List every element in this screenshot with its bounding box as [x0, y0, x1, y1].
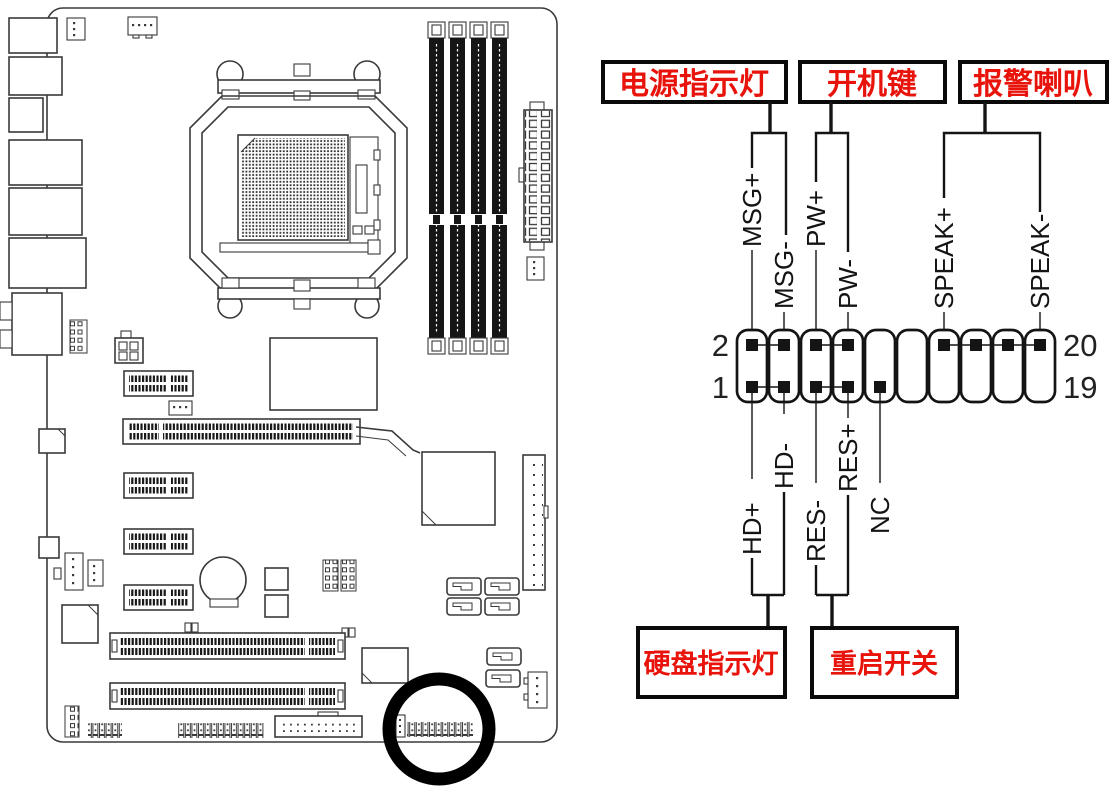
heatsink [269, 337, 378, 411]
speaker-label: 报警喇叭 [973, 67, 1093, 101]
chipset [421, 451, 496, 526]
pin-label-msg-minus: MSG- [769, 241, 799, 309]
bottom-edge-headers [64, 705, 264, 738]
pcie-x16-slot [122, 418, 421, 457]
small-chip [61, 604, 99, 644]
small-chip [264, 567, 289, 591]
pin-label-speak-minus: SPEAK- [1025, 214, 1055, 309]
ide-connector [522, 454, 549, 591]
speaker-label-box: 报警喇叭 [958, 60, 1109, 104]
pin-label-res-minus: RES- [801, 500, 831, 562]
pin-number-2: 2 [712, 328, 729, 363]
atx12v-4pin-connector [114, 330, 144, 364]
fan-header [168, 400, 193, 416]
hdd-led-label: 硬盘指示灯 [644, 648, 779, 679]
system-headers [53, 552, 104, 591]
usb-headers [322, 559, 357, 592]
pin-label-res-plus: RES+ [833, 423, 863, 492]
front-panel-header [395, 714, 473, 738]
atx-24pin-connector [518, 101, 553, 251]
pin-number-20: 20 [1063, 328, 1097, 363]
top-pin-labels: MSG+ MSG- PW+ PW- SPEAK+ SPEAK- [737, 173, 1055, 309]
fan-header [66, 17, 86, 41]
front-audio-header [69, 319, 88, 354]
small-chip [361, 647, 409, 684]
fan-header [127, 16, 158, 39]
small-chip [38, 428, 66, 454]
power-led-label-box: 电源指示灯 [601, 60, 788, 104]
slot-latch [355, 426, 421, 454]
highlight-circle [382, 672, 496, 786]
cpu-socket [189, 60, 408, 319]
front-panel-pinout-diagram: 电源指示灯 开机键 报警喇叭 MSG+ MSG- PW+ PW- SPEAK+ … [601, 60, 1109, 699]
hdd-led-label-box: 硬盘指示灯 [636, 626, 787, 699]
power-button-label-box: 开机键 [798, 60, 947, 104]
motherboard-illustration [0, 7, 558, 786]
pin-label-nc: NC [865, 496, 895, 534]
small-chip [264, 594, 289, 618]
reset-switch-label-box: 重启开关 [810, 626, 959, 699]
small-chip [38, 536, 60, 559]
pin-number-1: 1 [712, 370, 729, 405]
fan-header [526, 256, 545, 281]
audio-jack [0, 301, 13, 321]
pin-label-msg-plus: MSG+ [737, 173, 767, 247]
bottom-pin-labels: HD+ HD- RES- RES+ NC [737, 423, 895, 562]
jumper [184, 622, 199, 633]
rear-io-ports [0, 17, 87, 356]
audio-jack [0, 329, 13, 349]
pin-label-hd-plus: HD+ [737, 502, 767, 555]
pin-label-pw-minus: PW- [833, 259, 863, 309]
cmos-battery [199, 556, 247, 608]
fdd-connector [274, 711, 363, 738]
fan-header [523, 671, 548, 709]
reset-switch-label: 重启开关 [830, 649, 938, 679]
power-button-label: 开机键 [827, 68, 917, 101]
pin-label-pw-plus: PW+ [801, 190, 831, 247]
pin-label-speak-plus: SPEAK+ [929, 207, 959, 309]
power-led-label: 电源指示灯 [619, 68, 769, 101]
pin-label-hd-minus: HD- [769, 443, 799, 489]
pin-number-19: 19 [1063, 370, 1097, 405]
front-panel-header-graphic [735, 328, 1057, 404]
